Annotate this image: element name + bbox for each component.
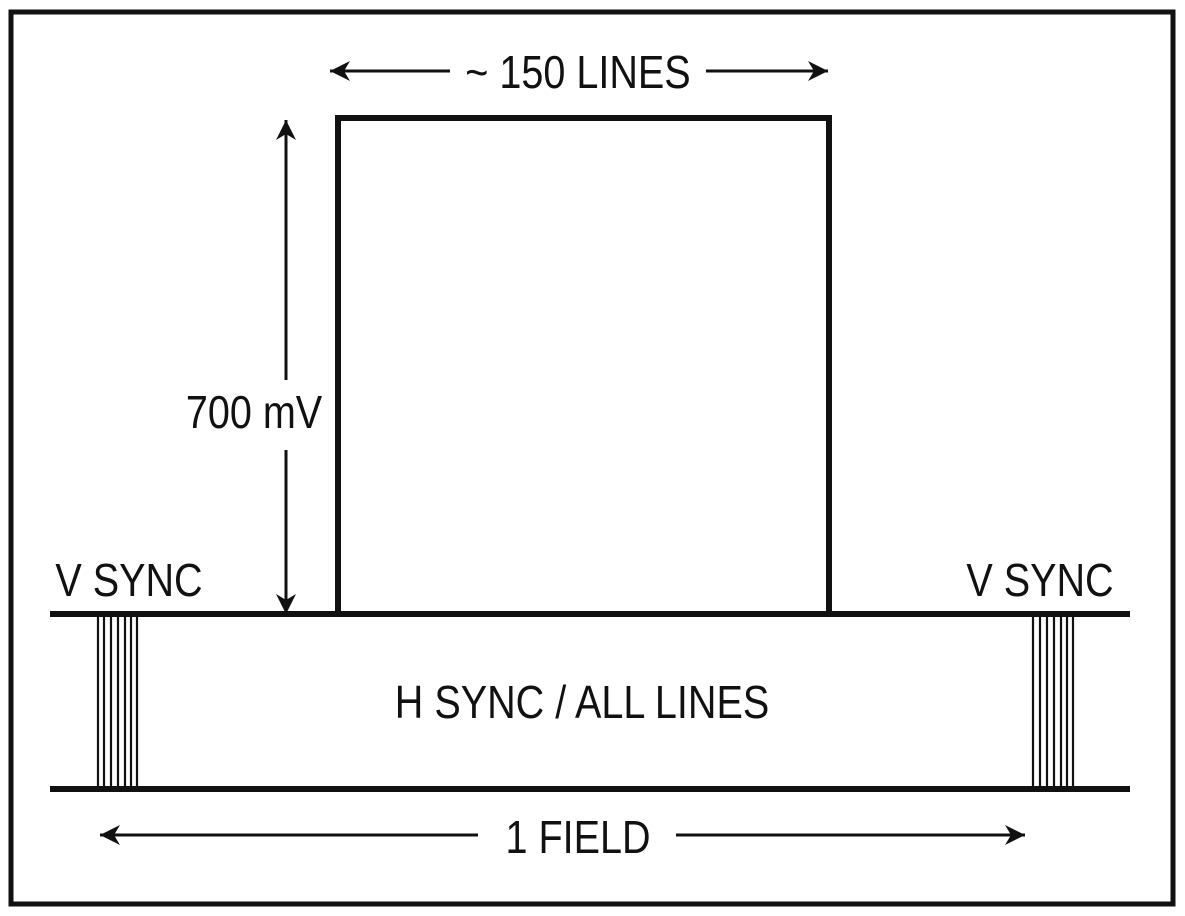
right-vsync-label: V SYNC bbox=[966, 555, 1113, 606]
center-band-label: H SYNC / ALL LINES bbox=[395, 677, 769, 728]
video-pulse bbox=[335, 115, 832, 617]
bottom-span-label: 1 FIELD bbox=[505, 812, 650, 863]
left-vsync-pulses bbox=[96, 614, 139, 789]
outer-frame bbox=[8, 9, 1176, 907]
left-vsync-label: V SYNC bbox=[55, 555, 202, 606]
amplitude-label: 700 mV bbox=[186, 387, 323, 438]
top-span-label: ~ 150 LINES bbox=[465, 47, 690, 98]
right-vsync-pulses bbox=[1031, 614, 1075, 789]
